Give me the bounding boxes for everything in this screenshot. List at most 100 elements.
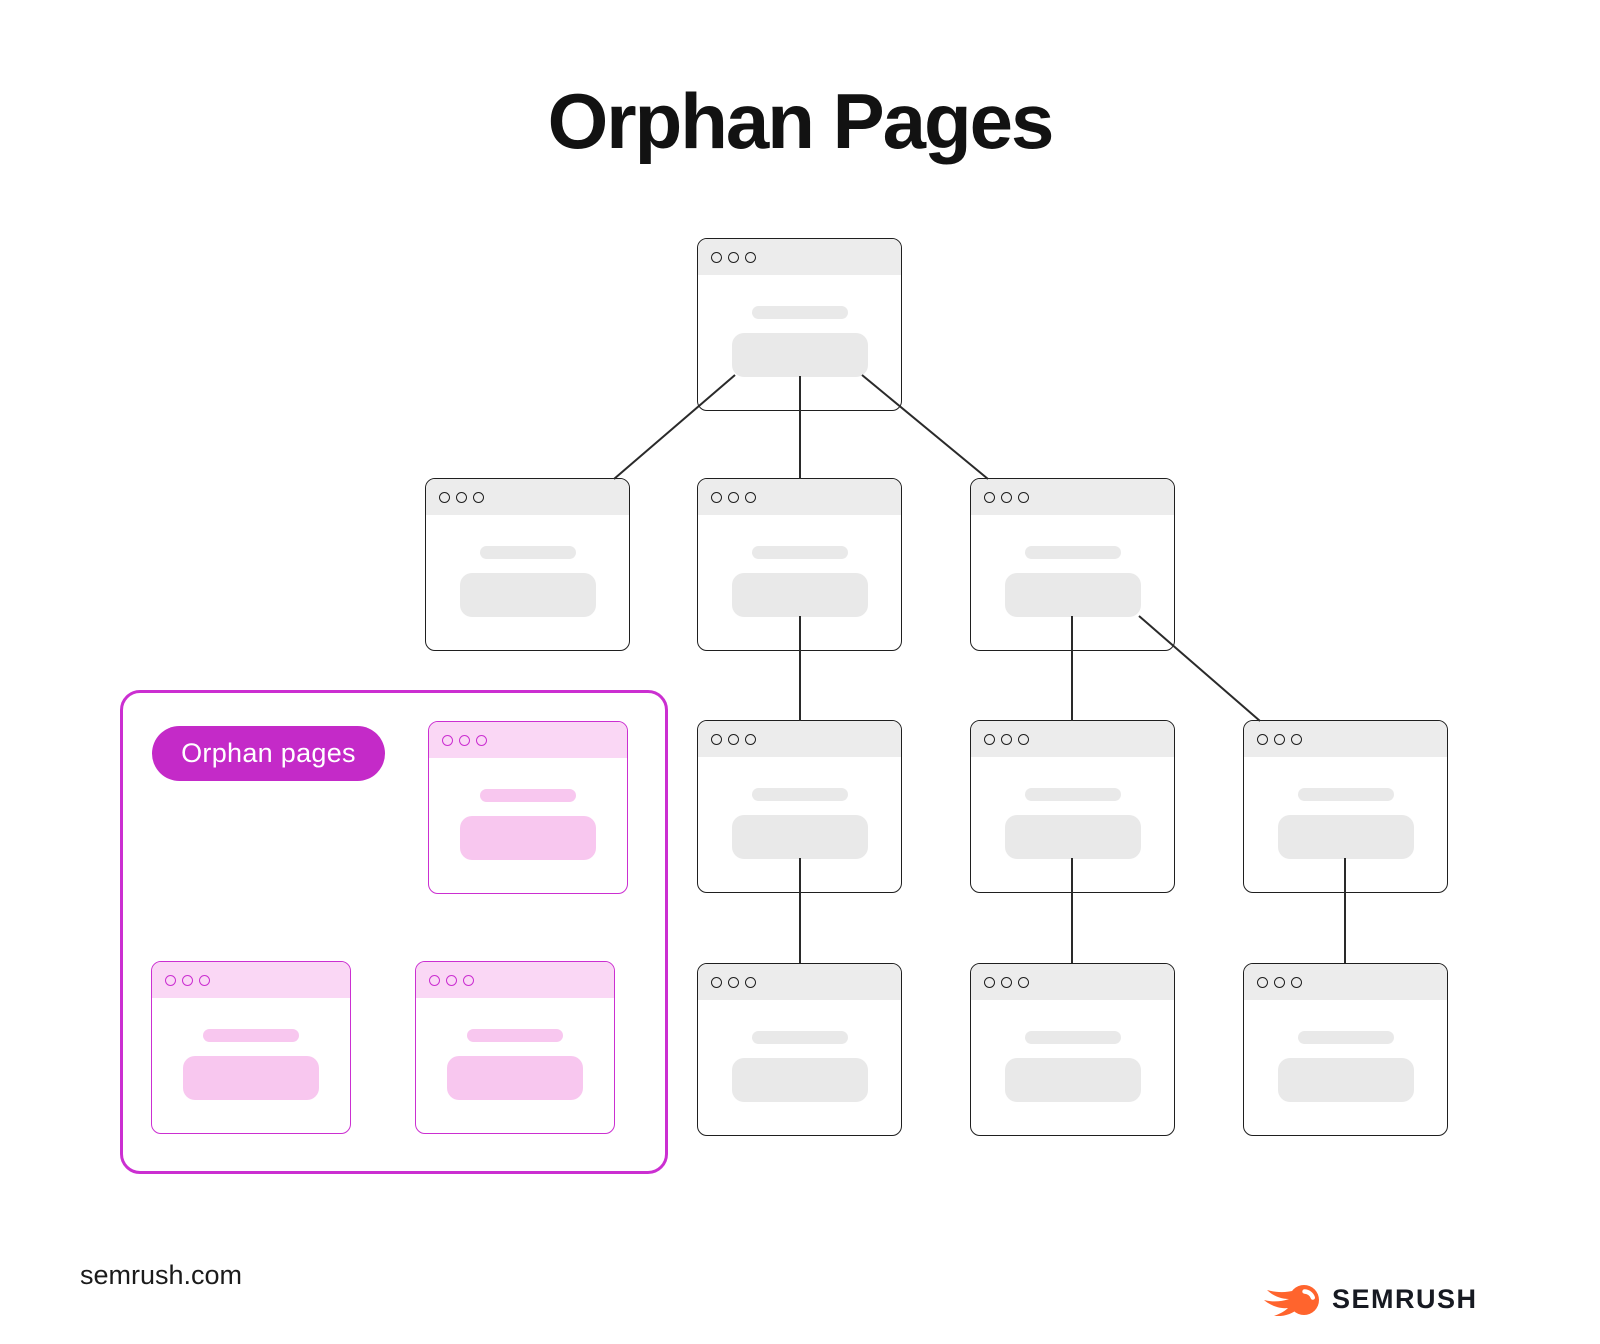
window-titlebar bbox=[698, 479, 901, 515]
window-dot bbox=[711, 976, 722, 988]
window-dot bbox=[446, 974, 457, 986]
window-dot bbox=[1257, 976, 1268, 988]
title-placeholder-bar bbox=[1297, 788, 1394, 801]
window-dot bbox=[984, 733, 995, 745]
window-titlebar bbox=[1244, 721, 1447, 757]
window-dots-icon bbox=[984, 491, 1029, 503]
window-dot bbox=[1274, 976, 1285, 988]
orphan-window bbox=[151, 961, 351, 1134]
window-dot bbox=[745, 251, 756, 263]
content-placeholder-block bbox=[731, 815, 868, 859]
window-dot bbox=[199, 974, 210, 986]
window-titlebar bbox=[429, 722, 627, 758]
window-dots-icon bbox=[439, 491, 484, 503]
browser-window bbox=[1243, 720, 1448, 893]
window-dots-icon bbox=[1257, 733, 1302, 745]
window-dot bbox=[1257, 733, 1268, 745]
title-placeholder-bar bbox=[479, 546, 576, 559]
window-dot bbox=[1018, 976, 1029, 988]
window-dot bbox=[745, 976, 756, 988]
title-placeholder-bar bbox=[480, 789, 576, 802]
window-dot bbox=[1001, 733, 1012, 745]
window-dot bbox=[182, 974, 193, 986]
title-placeholder-bar bbox=[751, 788, 848, 801]
title-placeholder-bar bbox=[1297, 1031, 1394, 1044]
title-placeholder-bar bbox=[467, 1029, 563, 1042]
browser-window bbox=[970, 963, 1175, 1136]
window-dot bbox=[459, 734, 470, 746]
content-placeholder-block bbox=[731, 333, 868, 377]
window-dot bbox=[728, 733, 739, 745]
window-dot bbox=[439, 491, 450, 503]
window-dot bbox=[1291, 733, 1302, 745]
content-placeholder-block bbox=[731, 573, 868, 617]
window-dot bbox=[1018, 491, 1029, 503]
title-placeholder-bar bbox=[1024, 546, 1121, 559]
window-dot bbox=[728, 491, 739, 503]
title-placeholder-bar bbox=[1024, 788, 1121, 801]
window-dots-icon bbox=[711, 976, 756, 988]
window-dot bbox=[711, 251, 722, 263]
browser-window bbox=[697, 720, 902, 893]
content-placeholder-block bbox=[459, 573, 596, 617]
window-titlebar bbox=[152, 962, 350, 998]
window-dot bbox=[728, 976, 739, 988]
source-url: semrush.com bbox=[80, 1260, 243, 1290]
browser-window bbox=[697, 963, 902, 1136]
content-placeholder-block bbox=[1004, 815, 1141, 859]
window-titlebar bbox=[971, 721, 1174, 757]
orphan-pages-label: Orphan pages bbox=[152, 726, 385, 781]
semrush-logo: SEMRUSH bbox=[1264, 1281, 1478, 1317]
content-placeholder-block bbox=[1277, 815, 1414, 859]
window-dots-icon bbox=[1257, 976, 1302, 988]
browser-window bbox=[425, 478, 630, 651]
window-dot bbox=[711, 491, 722, 503]
content-placeholder-block bbox=[183, 1056, 319, 1100]
semrush-flame-icon bbox=[1264, 1284, 1319, 1316]
window-dot bbox=[1001, 491, 1012, 503]
content-placeholder-block bbox=[1277, 1058, 1414, 1102]
window-dot bbox=[745, 491, 756, 503]
title-placeholder-bar bbox=[751, 306, 848, 319]
browser-window bbox=[970, 720, 1175, 893]
window-dot bbox=[442, 734, 453, 746]
browser-window bbox=[1243, 963, 1448, 1136]
window-dot bbox=[429, 974, 440, 986]
window-dot bbox=[984, 976, 995, 988]
window-dot bbox=[984, 491, 995, 503]
content-placeholder-block bbox=[1004, 573, 1141, 617]
window-titlebar bbox=[426, 479, 629, 515]
window-titlebar bbox=[1244, 964, 1447, 1000]
window-dots-icon bbox=[429, 974, 474, 986]
window-dots-icon bbox=[711, 491, 756, 503]
window-dot bbox=[1274, 733, 1285, 745]
semrush-logotype: SEMRUSH bbox=[1332, 1283, 1478, 1314]
content-placeholder-block bbox=[731, 1058, 868, 1102]
page-title: Orphan Pages bbox=[547, 77, 1055, 165]
window-titlebar bbox=[698, 239, 901, 275]
window-dot bbox=[463, 974, 474, 986]
browser-window bbox=[970, 478, 1175, 651]
window-dots-icon bbox=[711, 733, 756, 745]
window-dot bbox=[473, 491, 484, 503]
window-dot bbox=[476, 734, 487, 746]
content-placeholder-block bbox=[447, 1056, 583, 1100]
browser-window bbox=[697, 238, 902, 411]
window-titlebar bbox=[971, 964, 1174, 1000]
window-dot bbox=[711, 733, 722, 745]
window-dots-icon bbox=[165, 974, 210, 986]
title-placeholder-bar bbox=[203, 1029, 299, 1042]
orphan-window bbox=[415, 961, 615, 1134]
window-dots-icon bbox=[984, 976, 1029, 988]
window-dot bbox=[456, 491, 467, 503]
window-dot bbox=[1018, 733, 1029, 745]
window-titlebar bbox=[698, 721, 901, 757]
window-titlebar bbox=[698, 964, 901, 1000]
window-dot bbox=[1001, 976, 1012, 988]
content-placeholder-block bbox=[1004, 1058, 1141, 1102]
window-dots-icon bbox=[442, 734, 487, 746]
window-titlebar bbox=[416, 962, 614, 998]
title-placeholder-bar bbox=[751, 546, 848, 559]
window-dots-icon bbox=[711, 251, 756, 263]
window-titlebar bbox=[971, 479, 1174, 515]
